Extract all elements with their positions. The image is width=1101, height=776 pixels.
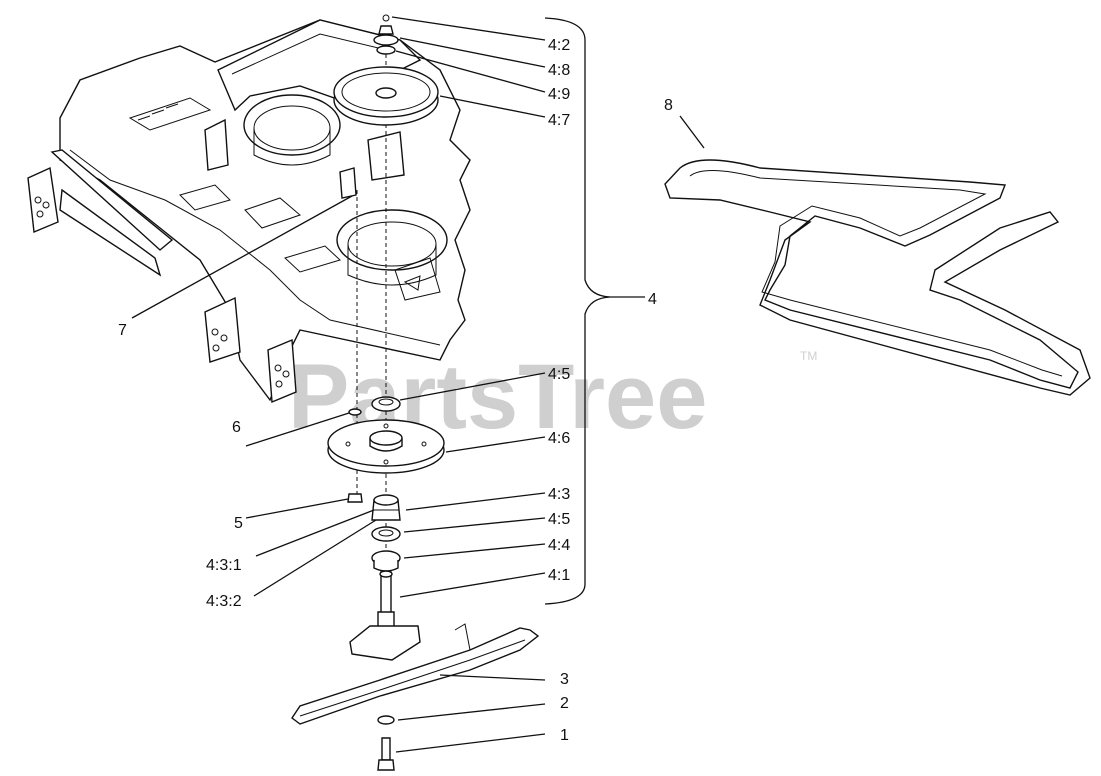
bolt-1 <box>377 737 395 771</box>
washer-6 <box>348 408 362 416</box>
leader-lines <box>131 16 705 753</box>
blade-3 <box>291 623 540 725</box>
washer-2 <box>377 715 395 725</box>
callout-8: 8 <box>664 97 673 114</box>
callout-4-7: 4:7 <box>548 112 570 129</box>
callout-4-5-lower: 4:5 <box>548 511 570 528</box>
spacer-4-5-upper <box>371 396 401 412</box>
callout-4-8: 4:8 <box>548 62 570 79</box>
callout-4-4: 4:4 <box>548 537 570 554</box>
spindle-housing-4-6 <box>327 419 445 474</box>
pulley-4-7 <box>333 66 439 126</box>
washer-4-9 <box>376 45 396 55</box>
callout-1: 1 <box>560 727 569 744</box>
watermark-tm: TM <box>800 349 817 363</box>
callout-4-3-1: 4:3:1 <box>206 557 242 574</box>
callout-4-3: 4:3 <box>548 486 570 503</box>
callout-5: 5 <box>234 515 243 532</box>
callout-3: 3 <box>560 671 569 688</box>
spacer-4-5-lower <box>371 526 401 542</box>
washer-4-8 <box>373 34 399 46</box>
callout-4-5-upper: 4:5 <box>548 366 570 383</box>
callout-4: 4 <box>648 291 657 308</box>
callout-4-2: 4:2 <box>548 37 570 54</box>
callout-4-9: 4:9 <box>548 86 570 103</box>
bearing-4-3 <box>371 494 401 521</box>
seal-4-4 <box>371 550 401 572</box>
callout-labels: 4:2 4:8 4:9 4:7 8 4 7 4:5 6 4:6 4:3 5 4:… <box>118 37 673 744</box>
callout-4-1: 4:1 <box>548 567 570 584</box>
spindle-shaft-4-1 <box>349 570 421 661</box>
callout-2: 2 <box>560 695 569 712</box>
nut-4-2 <box>378 14 394 35</box>
nut-5 <box>347 493 363 503</box>
belt-8 <box>664 159 1091 396</box>
callout-4-3-2: 4:3:2 <box>206 593 242 610</box>
callout-4-6: 4:6 <box>548 430 570 447</box>
callout-7: 7 <box>118 322 127 339</box>
callout-6: 6 <box>232 419 241 436</box>
